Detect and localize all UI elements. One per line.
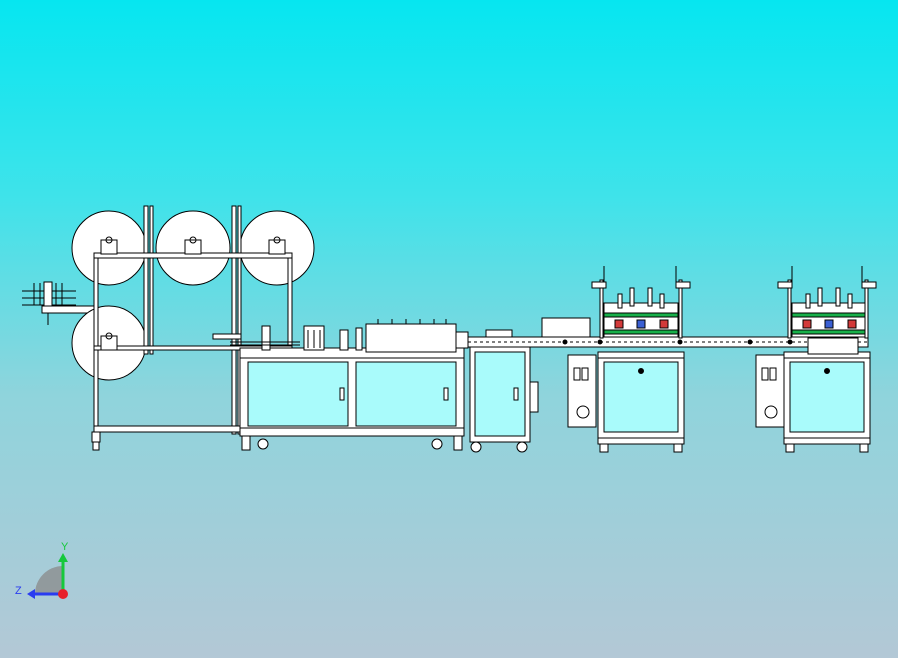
unwind-frame bbox=[91, 205, 293, 451]
triad-y-arrowhead bbox=[58, 553, 68, 562]
triad-y-label: Y bbox=[61, 541, 69, 553]
welding-station-1 bbox=[567, 266, 691, 453]
main-machine-base bbox=[239, 347, 465, 451]
triad-z-arrowhead bbox=[27, 589, 35, 599]
triad-shaded-wedge bbox=[35, 566, 63, 594]
input-guide bbox=[22, 281, 95, 325]
main-machine-tooling bbox=[230, 319, 469, 353]
triad-z-label: Z bbox=[15, 585, 22, 597]
conveyor bbox=[467, 317, 869, 348]
triad-origin bbox=[58, 589, 68, 599]
control-cabinet bbox=[469, 345, 539, 453]
welding-station-2 bbox=[755, 266, 877, 453]
